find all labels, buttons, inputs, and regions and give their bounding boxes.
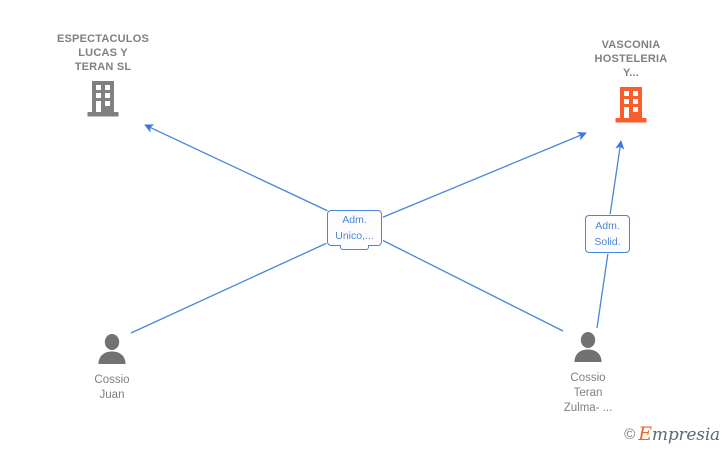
empresia-watermark: © Empresia: [624, 425, 720, 444]
person-label-cossio-teran-zulma: Cossio Teran Zulma- ...: [563, 372, 613, 414]
company-node-vasconia-hosteleria[interactable]: VASCONIA HOSTELERIA Y...: [551, 38, 711, 124]
edge-admunico-to-vasconia: [380, 131, 587, 219]
building-icon: [615, 87, 647, 123]
edge-cossioteran-to-admunico: [381, 239, 564, 332]
brand-wordmark: Empresia: [638, 425, 720, 444]
person-icon: [98, 334, 126, 364]
edge-label-adm-unico-tab: [340, 245, 369, 250]
company-label-espectaculos: ESPECTACULOS LUCAS Y TERAN SL: [56, 33, 150, 73]
edge-label-adm-solid[interactable]: Adm. Solid.: [585, 215, 630, 253]
edge-label-adm-unico-text: Adm. Unico,...: [335, 214, 374, 242]
brand-initial: E: [638, 423, 652, 445]
brand-rest: mpresia: [651, 425, 720, 445]
edge-cossioteran-to-admsolid: [596, 252, 609, 329]
edge-admunico-to-espectaculos: [144, 124, 329, 212]
building-icon: [87, 81, 119, 117]
person-node-cossio-juan[interactable]: Cossio Juan: [52, 334, 172, 403]
copyright-icon: ©: [624, 426, 636, 443]
person-label-cossio-juan: Cossio Juan: [94, 374, 130, 401]
person-icon: [574, 332, 602, 362]
edge-admsolid-to-vasconia: [609, 140, 625, 216]
company-node-espectaculos-lucas-y-teran-sl[interactable]: ESPECTACULOS LUCAS Y TERAN SL: [23, 32, 183, 118]
person-node-cossio-teran-zulma[interactable]: Cossio Teran Zulma- ...: [528, 332, 648, 416]
edge-label-adm-unico[interactable]: Adm. Unico,...: [327, 210, 382, 246]
edge-label-adm-solid-text: Adm. Solid.: [594, 220, 621, 248]
edge-cossiojuan-to-admunico: [130, 242, 328, 334]
company-label-vasconia: VASCONIA HOSTELERIA Y...: [594, 39, 668, 79]
